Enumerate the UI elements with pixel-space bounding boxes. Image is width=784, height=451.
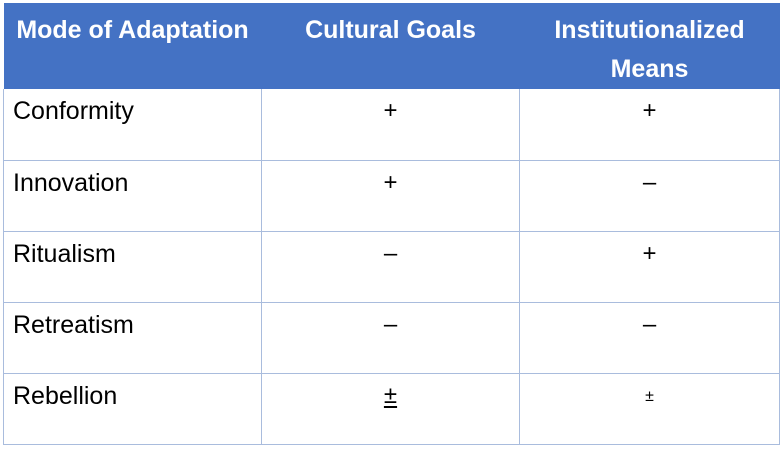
table-row: Conformity + + [3, 89, 780, 161]
cell-goals: + [261, 89, 520, 161]
table-row: Ritualism – + [3, 230, 780, 303]
cell-goals: – [261, 301, 520, 374]
header-mode-of-adaptation: Mode of Adaptation [3, 3, 262, 89]
table-header: Mode of Adaptation Cultural Goals Instit… [3, 3, 780, 89]
table-row: Rebellion ± ± [3, 372, 780, 445]
cell-means: – [519, 301, 780, 374]
cell-means: + [519, 230, 780, 303]
cell-mode: Innovation [3, 159, 262, 232]
cell-means: + [519, 89, 780, 161]
cell-goals: ± [261, 372, 520, 445]
cell-means: ± [519, 372, 780, 445]
cell-mode: Rebellion [3, 372, 262, 445]
cell-mode: Retreatism [3, 301, 262, 374]
table-body: Conformity + + Innovation + – Ritualism … [3, 89, 780, 445]
header-row: Mode of Adaptation Cultural Goals Instit… [3, 3, 780, 89]
modes-of-adaptation-table: Mode of Adaptation Cultural Goals Instit… [3, 3, 780, 445]
header-cultural-goals: Cultural Goals [261, 3, 520, 89]
cell-goals: – [261, 230, 520, 303]
means-symbol: ± [645, 387, 654, 405]
cell-mode: Conformity [3, 89, 262, 161]
cell-goals: + [261, 159, 520, 232]
table-row: Retreatism – – [3, 301, 780, 374]
table-row: Innovation + – [3, 159, 780, 232]
cell-mode: Ritualism [3, 230, 262, 303]
header-institutionalized-means: Institutionalized Means [519, 3, 780, 89]
cell-means: – [519, 159, 780, 232]
goals-symbol: ± [383, 381, 398, 409]
adaptation-table-container: Mode of Adaptation Cultural Goals Instit… [3, 3, 780, 445]
